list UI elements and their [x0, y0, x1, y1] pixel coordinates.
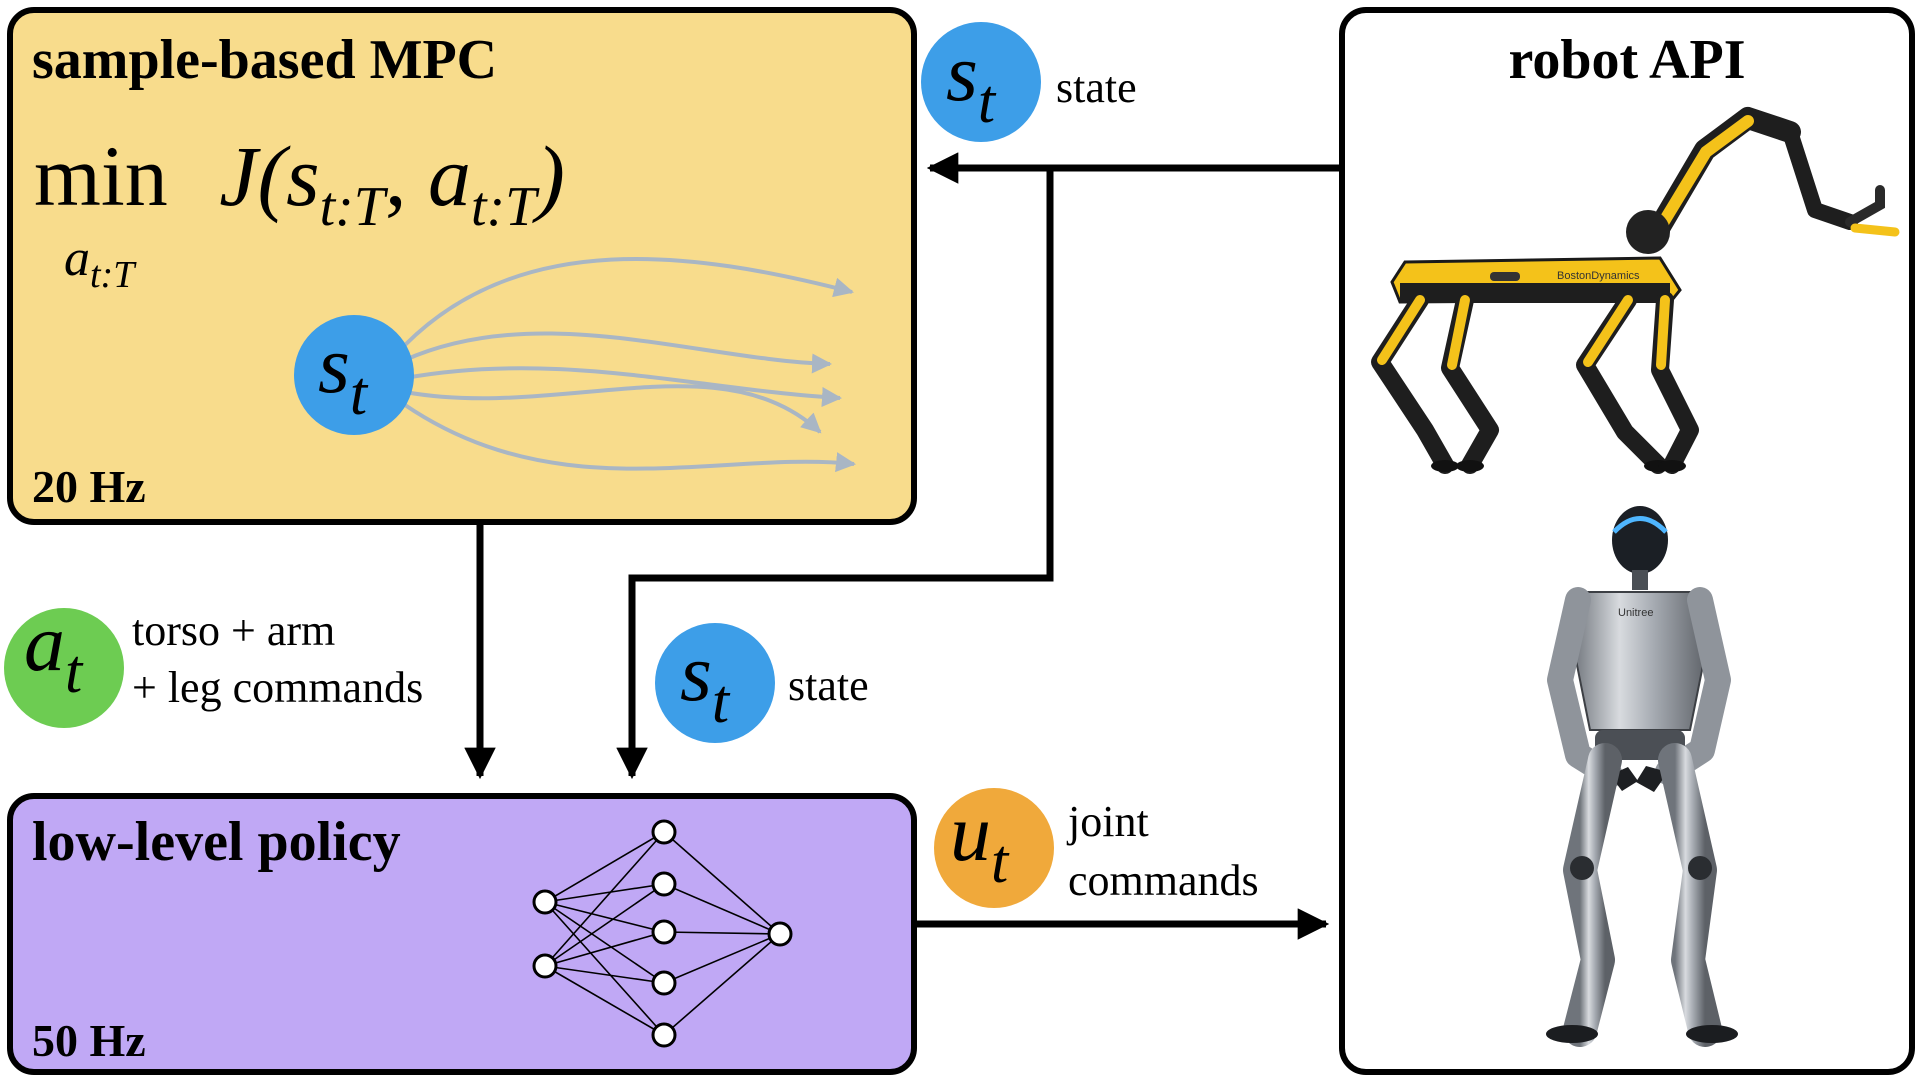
- joint-label-line1: joint: [1066, 797, 1149, 846]
- nn-edge: [663, 933, 781, 1036]
- nn-node: [651, 970, 677, 996]
- nn-node: [651, 1022, 677, 1048]
- policy-box: [7, 793, 917, 1075]
- nn-edge: [544, 931, 665, 967]
- nn-edge: [544, 883, 665, 967]
- state-mid-label: state: [788, 661, 869, 710]
- mpc-block: sample-based MPC min J(st:T, at:T) at:T …: [7, 7, 917, 525]
- trajectory-2: [404, 331, 832, 374]
- nn-edge: [544, 901, 665, 1036]
- action-signal: at torso + arm + leg commands: [4, 597, 423, 728]
- state-mid-circle: [655, 623, 775, 743]
- humanoid-robot-icon: Unitree: [1546, 506, 1738, 1047]
- nn-edge: [544, 901, 665, 933]
- joint-label-line2: commands: [1068, 856, 1259, 905]
- joint-var: ut: [950, 787, 1010, 896]
- robot-block: robot API BostonDynamics: [1339, 7, 1915, 1075]
- neural-network-icon: [532, 819, 793, 1048]
- connections: [464, 152, 1342, 940]
- trajectory-3: [404, 366, 842, 407]
- state-top-circle: [921, 22, 1041, 142]
- state-top-label: state: [1056, 63, 1137, 112]
- nn-node: [532, 953, 558, 979]
- nn-edge: [544, 831, 665, 967]
- mpc-objective-subscript: at:T: [64, 230, 137, 296]
- action-circle: [4, 608, 124, 728]
- robot-title: robot API: [1509, 29, 1746, 91]
- nn-node: [651, 871, 677, 897]
- joint-signal: ut joint commands: [934, 787, 1259, 908]
- humanoid-brand: Unitree: [1618, 607, 1653, 619]
- action-label-line2: + leg commands: [132, 663, 423, 712]
- mpc-rate: 20 Hz: [32, 461, 146, 512]
- joint-circle: [934, 788, 1054, 908]
- mpc-title: sample-based MPC: [32, 29, 497, 91]
- quadruped-robot-icon: BostonDynamics: [1371, 107, 1900, 474]
- trajectory-5: [403, 403, 856, 473]
- trajectory-4: [404, 384, 822, 434]
- state-top-var: st: [946, 27, 997, 136]
- mpc-state-node: [294, 315, 414, 435]
- nn-node: [651, 919, 677, 945]
- policy-title: low-level policy: [32, 811, 401, 873]
- sampled-trajectories: [403, 256, 856, 473]
- mpc-objective: min J(st:T, at:T): [34, 128, 565, 238]
- nn-edge: [663, 831, 781, 935]
- nn-edge: [663, 933, 781, 984]
- nn-edge: [544, 831, 665, 903]
- quadruped-brand: BostonDynamics: [1557, 270, 1640, 282]
- trajectory-1: [403, 256, 854, 347]
- nn-edge: [544, 883, 665, 903]
- nn-edge: [544, 965, 665, 984]
- state-mid-var: st: [680, 627, 731, 736]
- nn-node: [767, 921, 793, 947]
- nn-node: [651, 819, 677, 845]
- action-label-line1: torso + arm: [132, 606, 335, 655]
- mpc-state-label: st: [318, 319, 369, 428]
- policy-rate: 50 Hz: [32, 1015, 146, 1066]
- state-signal-top: st state: [921, 22, 1137, 142]
- nn-edge: [544, 965, 665, 1036]
- nn-edge: [663, 931, 781, 935]
- state-arrow-to-policy: [616, 168, 1054, 780]
- nn-edge: [663, 883, 781, 935]
- state-signal-mid: st state: [655, 623, 869, 743]
- action-var: at: [24, 597, 84, 706]
- policy-block: low-level policy 50 Hz: [7, 793, 917, 1075]
- nn-node: [532, 889, 558, 915]
- nn-edge: [544, 901, 665, 984]
- mpc-box: [7, 7, 917, 525]
